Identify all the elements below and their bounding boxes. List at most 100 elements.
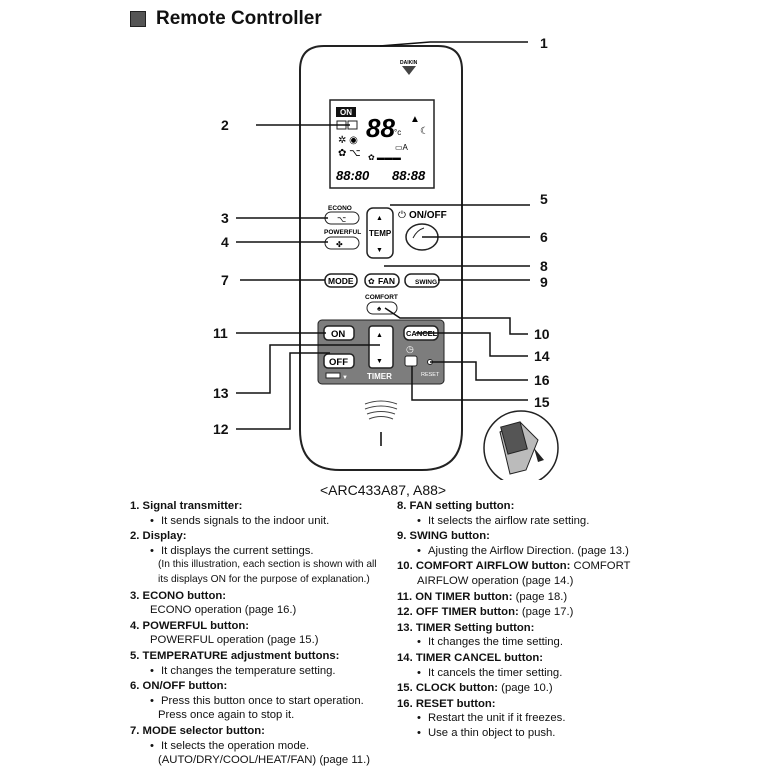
- list-item-text: AIRFLOW operation (page 14.): [417, 574, 574, 587]
- callout-8: 8: [540, 258, 548, 274]
- daikin-logo: DAIKIN: [400, 60, 418, 75]
- off-timer-button: [323, 353, 355, 369]
- list-item-tail: (page 18.): [512, 590, 568, 603]
- page-title: Remote Controller: [130, 8, 322, 30]
- list-item-heading: 10. COMFORT AIRFLOW button:: [397, 560, 571, 573]
- fan-label: FAN: [378, 276, 395, 286]
- svg-text:✿: ✿: [368, 277, 375, 286]
- list-item-heading: 7. MODE selector button:: [130, 724, 265, 737]
- list-item-heading: 14. TIMER CANCEL button:: [397, 651, 544, 664]
- model-number: <ARC433A87, A88>: [320, 482, 447, 498]
- powerful-button: [324, 236, 360, 250]
- callout-3: 3: [221, 210, 229, 226]
- list-item: 2. Display:It displays the current setti…: [130, 529, 380, 587]
- svg-text:▭A: ▭A: [395, 143, 409, 152]
- list-item-text: It selects the airflow rate setting.: [397, 514, 657, 529]
- list-item-text: It changes the temperature setting.: [130, 664, 380, 679]
- left-description-list: 1. Signal transmitter: It sends signals t…: [130, 499, 380, 769]
- list-item-text: Restart the unit if it freezes.: [397, 711, 657, 726]
- list-item-text: Ajusting the Airflow Direction. (page 13…: [397, 544, 657, 559]
- clock-icon: ◷: [406, 344, 414, 354]
- powerful-label: POWERFUL: [324, 229, 361, 236]
- list-item-text: It cancels the timer setting.: [397, 666, 657, 681]
- list-item-text: It sends signals to the indoor unit.: [130, 514, 380, 529]
- svg-text:▲: ▲: [376, 215, 383, 222]
- list-item-heading: 1. Signal transmitter:: [130, 500, 243, 512]
- temp-button: [366, 207, 394, 259]
- list-item: 15. CLOCK button: (page 10.): [397, 681, 657, 696]
- callout-2: 2: [221, 117, 229, 133]
- list-item-heading: 3. ECONO button:: [130, 589, 227, 602]
- list-item-heading: 9. SWING button:: [397, 530, 490, 543]
- list-item-text: It changes the time setting.: [397, 635, 657, 650]
- svg-text:☾: ☾: [420, 126, 429, 137]
- callout-5: 5: [540, 191, 548, 207]
- list-item: 12. OFF TIMER button: (page 17.): [397, 605, 657, 620]
- svg-text:✲ ◉: ✲ ◉: [338, 135, 358, 146]
- callout-11: 11: [213, 325, 228, 341]
- callout-16: 16: [534, 372, 550, 388]
- callout-12: 12: [213, 421, 229, 437]
- list-item-text: (In this illustration, each section is s…: [158, 559, 377, 571]
- callout-1: 1: [540, 35, 548, 51]
- list-item: 7. MODE selector button:It selects the o…: [130, 724, 380, 768]
- comfort-label: COMFORT: [365, 294, 398, 301]
- list-item-text: ECONO operation (page 16.): [150, 604, 297, 617]
- right-description-list: 8. FAN setting button: It selects the air…: [397, 499, 657, 742]
- callout-15: 15: [534, 394, 550, 410]
- title-square-icon: [130, 11, 146, 27]
- list-item-text: It displays the current settings.: [130, 544, 380, 559]
- svg-text:⌥: ⌥: [337, 215, 346, 224]
- list-item-text: Press once again to stop it.: [158, 709, 295, 722]
- list-item-heading: 6. ON/OFF button:: [130, 680, 228, 693]
- svg-text:▲: ▲: [410, 114, 420, 125]
- lcd-temp: 88: [366, 113, 395, 143]
- callout-9: 9: [540, 274, 548, 290]
- lcd-unit: °c: [394, 128, 401, 137]
- list-item-text: Use a thin object to push.: [397, 726, 657, 741]
- remote-illustration: DAIKIN ON 88 °c 88:80 88:88 ✲ ◉ ✿ ⌥ ▲ ☾ …: [236, 41, 559, 480]
- svg-text:▼: ▼: [342, 375, 348, 381]
- list-item-heading: 15. CLOCK button:: [397, 682, 499, 695]
- mode-label: MODE: [328, 276, 354, 286]
- callout-4: 4: [221, 234, 229, 250]
- list-item-heading: 16. RESET button:: [397, 697, 496, 710]
- svg-text:✤: ✤: [336, 240, 343, 249]
- onoff-label: ON/OFF: [409, 210, 447, 221]
- list-item: 9. SWING button:Ajusting the Airflow Dir…: [397, 529, 657, 558]
- list-item-heading: 8. FAN setting button:: [397, 500, 515, 512]
- timer-label: TIMER: [367, 372, 392, 381]
- lcd-on: ON: [340, 108, 352, 117]
- list-item-text: its displays ON for the purpose of expla…: [158, 573, 370, 585]
- off-timer-label: OFF: [329, 357, 348, 368]
- on-timer-label: ON: [331, 329, 345, 340]
- list-item-heading: 11. ON TIMER button:: [397, 590, 513, 603]
- econo-label: ECONO: [328, 205, 352, 212]
- list-item-heading: 2. Display:: [130, 530, 187, 543]
- list-item: 11. ON TIMER button: (page 18.): [397, 590, 657, 605]
- list-item-heading: 13. TIMER Setting button:: [397, 621, 535, 634]
- callout-6: 6: [540, 229, 548, 245]
- list-item-tail: (page 17.): [518, 606, 574, 619]
- callout-10: 10: [534, 326, 550, 342]
- lcd-timer-right: 88:88: [392, 168, 426, 183]
- list-item: 8. FAN setting button: It selects the air…: [397, 499, 657, 528]
- title-text: Remote Controller: [156, 8, 322, 29]
- timer-setting-button: [368, 325, 394, 369]
- callout-7: 7: [221, 272, 229, 288]
- lcd-timer-left: 88:80: [336, 168, 370, 183]
- fan-button: [364, 273, 400, 288]
- svg-text:▼: ▼: [376, 358, 383, 365]
- brand-text: DAIKIN: [400, 60, 418, 66]
- list-item: 1. Signal transmitter: It sends signals t…: [130, 499, 380, 528]
- svg-text:▼: ▼: [376, 247, 383, 254]
- clock-button: [404, 355, 418, 367]
- list-item: 13. TIMER Setting button:It changes the …: [397, 621, 657, 650]
- svg-text:⏻: ⏻: [398, 210, 406, 221]
- svg-text:♠: ♠: [377, 304, 382, 313]
- list-item: 5. TEMPERATURE adjustment buttons:It cha…: [130, 649, 380, 678]
- reset-label: RESET: [421, 372, 440, 378]
- battery-cover-illustration: [483, 410, 559, 480]
- temp-label: TEMP: [369, 229, 392, 238]
